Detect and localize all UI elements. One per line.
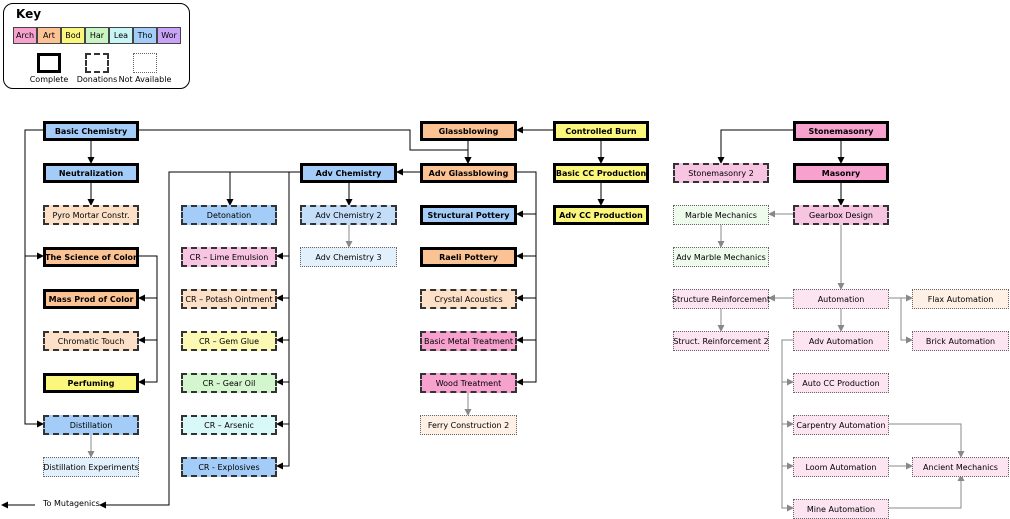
node-ancient-mechanics[interactable]: Ancient Mechanics — [912, 457, 1009, 477]
node-cr-lime-emulsion[interactable]: CR – Lime Emulsion — [181, 247, 277, 267]
swatch-tho: Tho — [133, 27, 157, 44]
not-available-label: Not Available — [118, 75, 172, 84]
node-distillation[interactable]: Distillation — [43, 415, 139, 435]
node-flax-automation[interactable]: Flax Automation — [912, 289, 1009, 309]
node-pyro-mortar-constr[interactable]: Pyro Mortar Constr. — [43, 205, 139, 225]
node-adv-chemistry-2[interactable]: Adv Chemistry 2 — [300, 205, 397, 225]
node-cr-potash-ointment[interactable]: CR – Potash Ointment — [181, 289, 277, 309]
node-adv-cc-production[interactable]: Adv CC Production — [553, 205, 649, 225]
node-adv-chemistry-3[interactable]: Adv Chemistry 3 — [300, 247, 397, 267]
node-marble-mechanics[interactable]: Marble Mechanics — [673, 205, 769, 225]
node-stonemasonry-2[interactable]: Stonemasonry 2 — [673, 163, 769, 183]
node-automation[interactable]: Automation — [793, 289, 889, 309]
node-controlled-burn[interactable]: Controlled Burn — [553, 121, 649, 141]
node-cr-gear-oil[interactable]: CR – Gear Oil — [181, 373, 277, 393]
node-basic-chemistry[interactable]: Basic Chemistry — [43, 121, 139, 141]
node-stonemasonry[interactable]: Stonemasonry — [793, 121, 889, 141]
node-adv-chemistry[interactable]: Adv Chemistry — [300, 163, 397, 183]
node-mine-automation[interactable]: Mine Automation — [793, 499, 889, 519]
node-raeli-pottery[interactable]: Raeli Pottery — [420, 247, 517, 267]
node-basic-cc-production[interactable]: Basic CC Production — [553, 163, 649, 183]
node-brick-automation[interactable]: Brick Automation — [912, 331, 1009, 351]
node-auto-cc-production[interactable]: Auto CC Production — [793, 373, 889, 393]
complete-sample — [37, 53, 61, 73]
node-perfuming[interactable]: Perfuming — [43, 373, 139, 393]
donations-sample — [85, 53, 109, 73]
node-struct-reinforcement-2[interactable]: Struct. Reinforcement 2 — [673, 331, 769, 351]
node-gearbox-design[interactable]: Gearbox Design — [793, 205, 889, 225]
node-cr-arsenic[interactable]: CR – Arsenic — [181, 415, 277, 435]
node-carpentry-automation[interactable]: Carpentry Automation — [793, 415, 889, 435]
node-chromatic-touch[interactable]: Chromatic Touch — [43, 331, 139, 351]
swatch-art: Art — [37, 27, 61, 44]
node-cr-gem-glue[interactable]: CR – Gem Glue — [181, 331, 277, 351]
swatch-lea: Lea — [109, 27, 133, 44]
swatch-wor: Wor — [157, 27, 181, 44]
donations-label: Donations — [76, 75, 118, 84]
node-detonation[interactable]: Detonation — [181, 205, 277, 225]
node-masonry[interactable]: Masonry — [793, 163, 889, 183]
node-adv-marble-mechanics[interactable]: Adv Marble Mechanics — [673, 247, 769, 267]
node-crystal-acoustics[interactable]: Crystal Acoustics — [420, 289, 517, 309]
complete-label: Complete — [29, 75, 69, 84]
to-mutagenics-link[interactable]: To Mutagenics — [43, 499, 100, 508]
node-structural-pottery[interactable]: Structural Pottery — [420, 205, 517, 225]
swatch-har: Har — [85, 27, 109, 44]
legend-key: Key Arch Art Bod Har Lea Tho Wor Complet… — [3, 3, 190, 89]
swatch-arch: Arch — [13, 27, 37, 44]
node-ferry-construction-2[interactable]: Ferry Construction 2 — [420, 415, 517, 435]
node-science-of-color[interactable]: The Science of Color — [43, 247, 139, 267]
node-cr-explosives[interactable]: CR - Explosives — [181, 457, 277, 477]
node-basic-metal-treatment[interactable]: Basic Metal Treatment — [420, 331, 517, 351]
node-adv-glassblowing[interactable]: Adv Glassblowing — [420, 163, 517, 183]
node-glassblowing[interactable]: Glassblowing — [420, 121, 517, 141]
swatch-bod: Bod — [61, 27, 85, 44]
not-available-sample — [133, 53, 157, 73]
node-mass-prod-of-color[interactable]: Mass Prod of Color — [43, 289, 139, 309]
node-distillation-experiments[interactable]: Distillation Experiments — [43, 457, 139, 477]
node-loom-automation[interactable]: Loom Automation — [793, 457, 889, 477]
node-adv-automation[interactable]: Adv Automation — [793, 331, 889, 351]
node-neutralization[interactable]: Neutralization — [43, 163, 139, 183]
node-wood-treatment[interactable]: Wood Treatment — [420, 373, 517, 393]
legend-title: Key — [16, 7, 42, 21]
node-structure-reinforcement[interactable]: Structure Reinforcement — [672, 289, 770, 309]
